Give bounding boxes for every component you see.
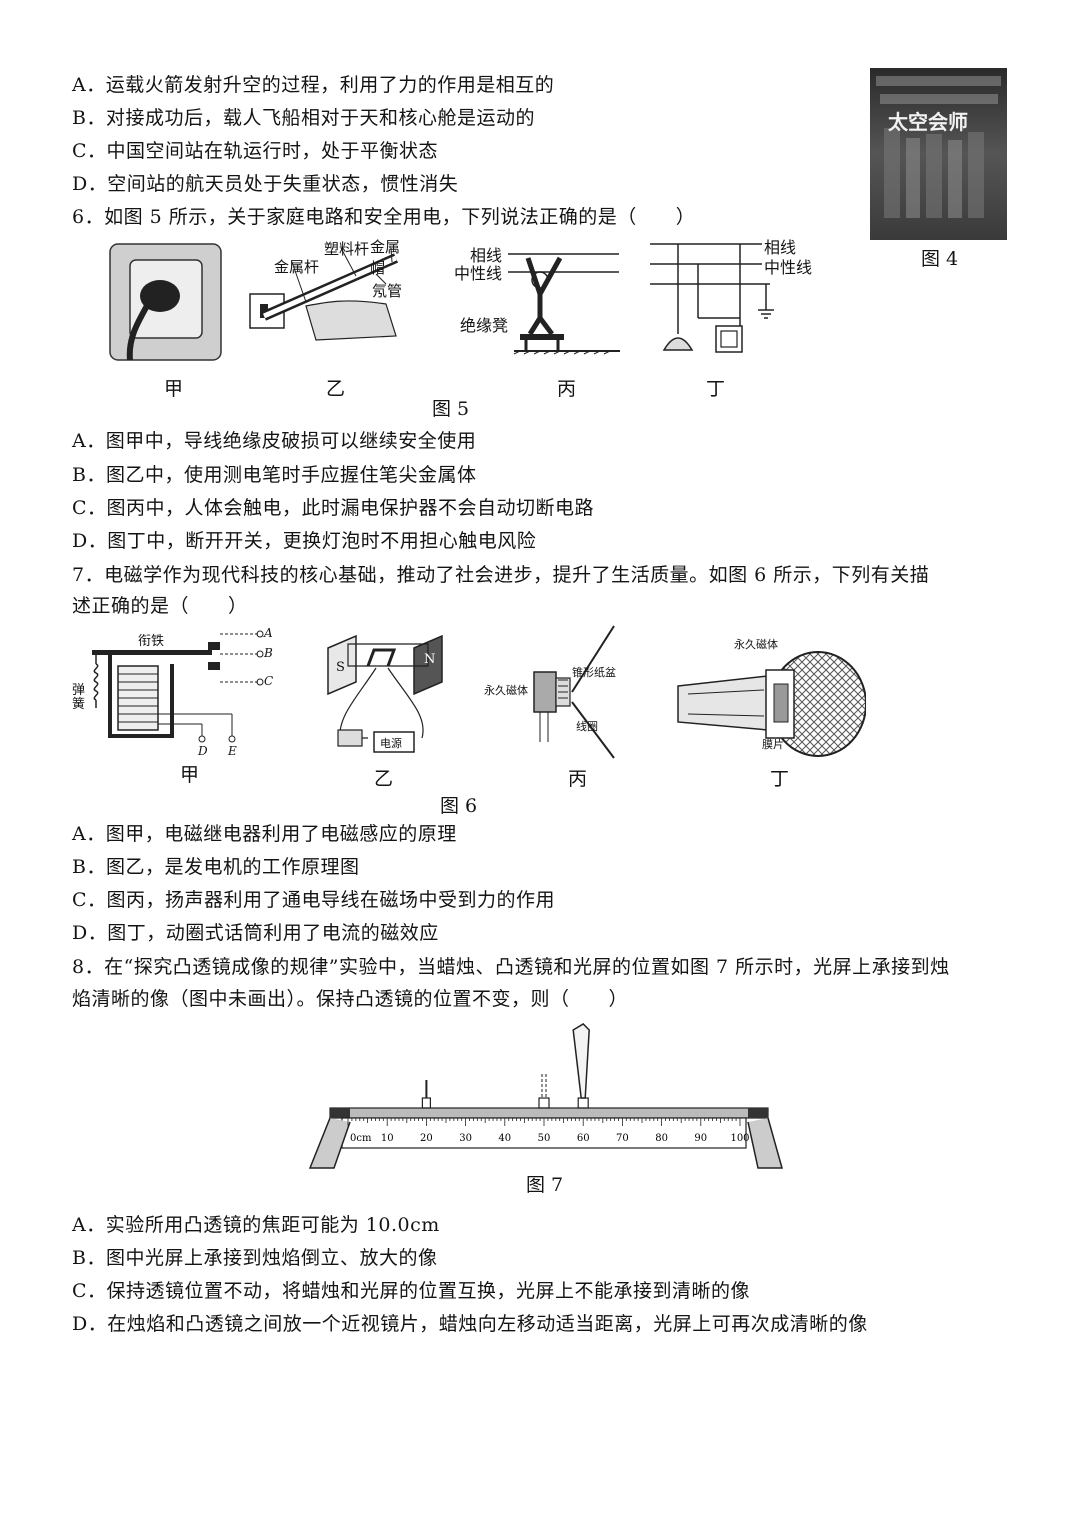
figure-6d-microphone: 永久磁体 膜片 bbox=[670, 638, 867, 758]
q7-stem-line-1: 7．电磁学作为现代科技的核心基础，推动了社会进步，提升了生活质量。如图 6 所示… bbox=[72, 564, 930, 586]
label-e: E bbox=[228, 744, 237, 758]
figure-5-sub-caption-d: 丁 bbox=[706, 378, 726, 400]
candle-holder bbox=[421, 1097, 432, 1109]
ruler-tick-label: 80 bbox=[655, 1133, 668, 1144]
figure-7-optical-bench: 0cm 10 20 30 40 50 60 70 80 90 100 bbox=[308, 1022, 784, 1172]
label-s: S bbox=[336, 660, 345, 675]
label-live-wire-d: 相线 bbox=[764, 238, 797, 257]
label-insulated-stool: 绝缘凳 bbox=[460, 316, 509, 335]
q8-option-d: D．在烛焰和凸透镜之间放一个近视镜片，蜡烛向左移动适当距离，光屏上可再次成清晰的… bbox=[72, 1313, 868, 1335]
figure-6-caption: 图 6 bbox=[440, 795, 478, 817]
figure-4-banner: 太空会师 bbox=[888, 110, 968, 134]
figure-6-sub-caption-a: 甲 bbox=[180, 764, 200, 786]
label-d: D bbox=[198, 744, 208, 758]
light-screen bbox=[572, 1023, 590, 1099]
q8-stem-line-2: 焰清晰的像（图中未画出）。保持凸透镜的位置不变，则（ ） bbox=[72, 988, 629, 1010]
figure-5d-lamp-circuit: 相线 中性线 bbox=[650, 234, 830, 360]
label-n: N bbox=[424, 652, 436, 667]
ruler-tick-label: 30 bbox=[459, 1133, 472, 1144]
figure-6c-loudspeaker: 永久磁体 线圈 锥形纸盆 bbox=[484, 622, 624, 762]
figure-6-sub-caption-d: 丁 bbox=[770, 768, 790, 790]
label-power: 电源 bbox=[380, 737, 402, 750]
figure-6-sub-caption-c: 丙 bbox=[568, 768, 588, 790]
ruler-tick-label: 0cm bbox=[350, 1133, 372, 1144]
figure-5c-person-on-stool: 相线 中性线 绝缘凳 bbox=[454, 238, 624, 360]
q8-option-c: C．保持透镜位置不动，将蜡烛和光屏的位置互换，光屏上不能承接到清晰的像 bbox=[72, 1280, 751, 1302]
q5-option-d: D．空间站的航天员处于失重状态，惯性消失 bbox=[72, 173, 459, 195]
label-plastic-rod: 塑料杆 bbox=[324, 240, 370, 258]
ruler-tick-label: 10 bbox=[381, 1133, 394, 1144]
label-live-wire-c: 相线 bbox=[470, 246, 503, 265]
label-c: C bbox=[264, 674, 274, 688]
ruler-tick-label: 70 bbox=[616, 1133, 629, 1144]
label-permanent-magnet-c: 永久磁体 bbox=[484, 684, 528, 697]
q6-option-b: B．图乙中，使用测电笔时手应握住笔尖金属体 bbox=[72, 464, 477, 486]
ruler-tick-label: 20 bbox=[420, 1133, 433, 1144]
q6-option-c: C．图丙中，人体会触电，此时漏电保护器不会自动切断电路 bbox=[72, 497, 595, 519]
figure-6-sub-caption-b: 乙 bbox=[374, 768, 394, 790]
label-metal-rod: 金属杆 bbox=[274, 258, 320, 276]
figure-5b-test-pen: 金属杆 塑料杆 金属帽 氖管 bbox=[246, 236, 406, 364]
figure-4-caption: 图 4 bbox=[921, 248, 959, 270]
label-a: A bbox=[264, 626, 273, 640]
figure-7-caption: 图 7 bbox=[526, 1174, 564, 1196]
ruler-tick-label: 50 bbox=[538, 1133, 551, 1144]
figure-5a-damaged-plug bbox=[108, 242, 223, 362]
label-neutral-wire-c: 中性线 bbox=[454, 264, 503, 283]
ruler-tick-label: 90 bbox=[694, 1133, 707, 1144]
q7-option-c: C．图丙，扬声器利用了通电导线在磁场中受到力的作用 bbox=[72, 889, 556, 911]
q8-option-b: B．图中光屏上承接到烛焰倒立、放大的像 bbox=[72, 1247, 438, 1269]
label-membrane: 膜片 bbox=[762, 738, 784, 751]
q7-stem-line-2: 述正确的是（ ） bbox=[72, 595, 248, 617]
q7-option-b: B．图乙，是发电机的工作原理图 bbox=[72, 856, 360, 878]
label-permanent-magnet-d: 永久磁体 bbox=[734, 638, 778, 651]
label-cone: 锥形纸盆 bbox=[572, 666, 616, 679]
figure-6a-relay: 衔铁 弹簧 A B C D E bbox=[72, 624, 274, 764]
label-neon-tube: 氖管 bbox=[372, 282, 403, 300]
q5-option-c: C．中国空间站在轨运行时，处于平衡状态 bbox=[72, 140, 439, 162]
q8-stem-line-1: 8．在“探究凸透镜成像的规律”实验中，当蜡烛、凸透镜和光屏的位置如图 7 所示时… bbox=[72, 956, 950, 978]
q5-option-a: A．运载火箭发射升空的过程，利用了力的作用是相互的 bbox=[72, 74, 555, 96]
label-b: B bbox=[264, 646, 273, 660]
figure-4-photo: 太空会师 bbox=[870, 68, 1007, 240]
ruler-tick-label: 40 bbox=[498, 1133, 511, 1144]
label-neutral-wire-d: 中性线 bbox=[764, 258, 813, 277]
q7-option-d: D．图丁，动圈式话筒利用了电流的磁效应 bbox=[72, 922, 439, 944]
figure-5-sub-caption-a: 甲 bbox=[164, 378, 184, 400]
label-armature: 衔铁 bbox=[138, 634, 165, 649]
label-spring: 弹簧 bbox=[72, 683, 86, 712]
q6-stem: 6．如图 5 所示，关于家庭电路和安全用电，下列说法正确的是（ ） bbox=[72, 206, 696, 228]
ruler-tick-label: 100 bbox=[730, 1133, 749, 1144]
figure-6b-magnet-conductor: S N 电源 bbox=[318, 626, 458, 760]
lens-holder bbox=[538, 1097, 550, 1109]
figure-5-sub-caption-c: 丙 bbox=[557, 378, 577, 400]
screen-holder bbox=[577, 1097, 589, 1109]
q8-option-a: A．实验所用凸透镜的焦距可能为 10.0cm bbox=[72, 1214, 440, 1236]
ruler-tick-label: 60 bbox=[577, 1133, 590, 1144]
label-coil-c: 线圈 bbox=[576, 720, 598, 733]
q7-option-a: A．图甲，电磁继电器利用了电磁感应的原理 bbox=[72, 823, 457, 845]
q6-option-d: D．图丁中，断开开关，更换灯泡时不用担心触电风险 bbox=[72, 530, 537, 552]
q6-option-a: A．图甲中，导线绝缘皮破损可以继续安全使用 bbox=[72, 430, 477, 452]
q5-option-b: B．对接成功后，载人飞船相对于天和核心舱是运动的 bbox=[72, 107, 535, 129]
label-metal-cap: 金属帽 bbox=[370, 238, 401, 277]
figure-5-sub-caption-b: 乙 bbox=[326, 378, 346, 400]
figure-5-caption: 图 5 bbox=[432, 398, 470, 420]
